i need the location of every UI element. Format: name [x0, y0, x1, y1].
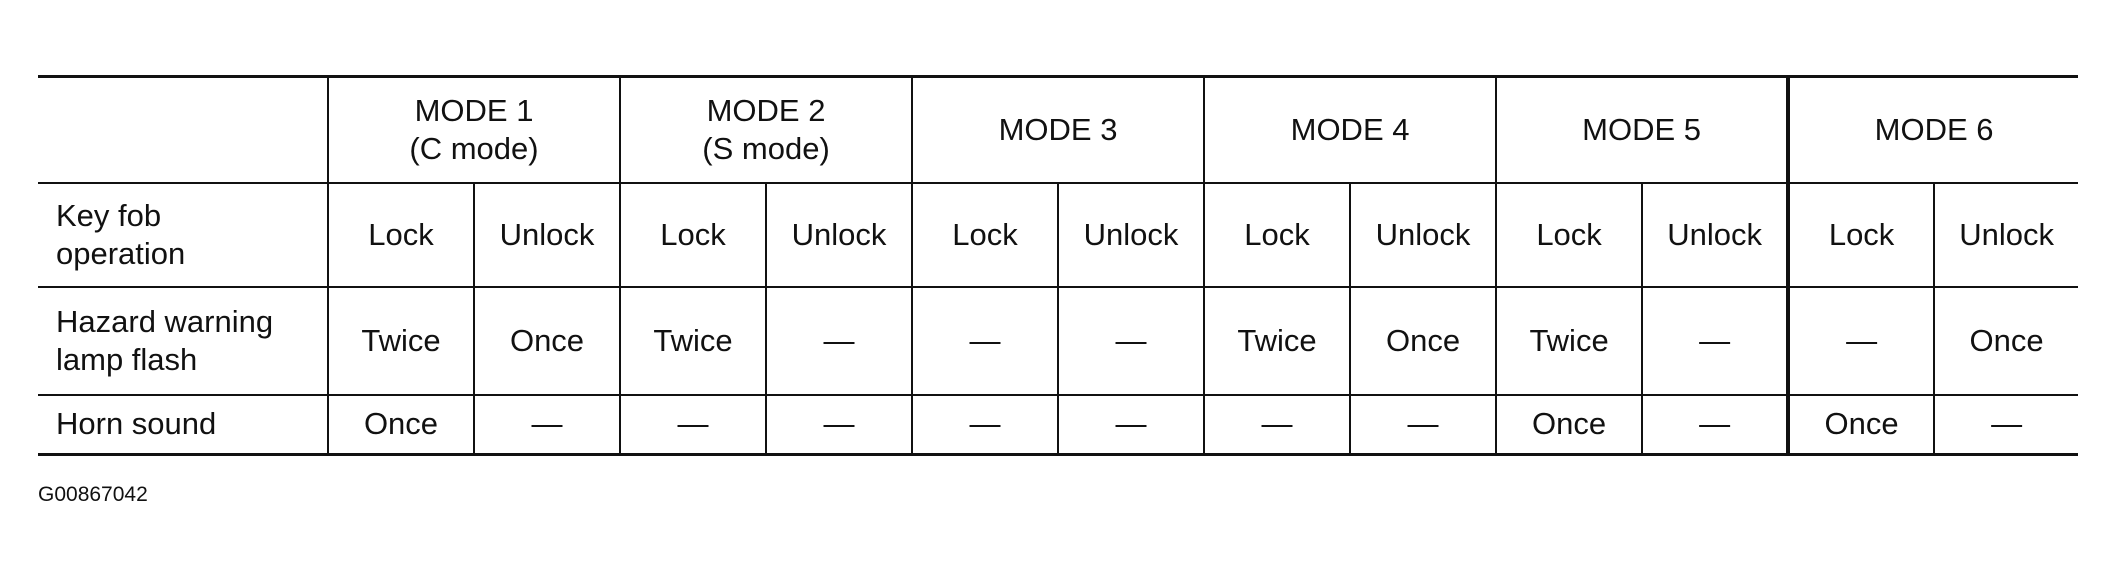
table-cell: Lock	[1203, 181, 1352, 288]
table-cell: —	[765, 393, 914, 456]
table-cell: —	[1933, 393, 2079, 456]
mode-header-1: MODE 1 (C mode)	[326, 75, 622, 184]
table-cell: Once	[1495, 393, 1644, 456]
table-cell: Unlock	[1349, 181, 1498, 288]
table-cell: Unlock	[765, 181, 914, 288]
table-cell: Lock	[1495, 181, 1644, 288]
table-cell: Once	[1349, 285, 1498, 396]
table-cell: Unlock	[472, 181, 622, 288]
header-row: MODE 1 (C mode) MODE 2 (S mode) MODE 3 M…	[38, 75, 2079, 184]
mode-table: MODE 1 (C mode) MODE 2 (S mode) MODE 3 M…	[38, 75, 2079, 456]
table-cell: Lock	[911, 181, 1060, 288]
table-row-key-fob-operation: Key fob operation Lock Unlock Lock Unloc…	[38, 181, 2079, 288]
row-label-horn-sound: Horn sound	[38, 393, 329, 456]
table-cell: Once	[327, 393, 475, 456]
table-cell: —	[1641, 393, 1790, 456]
table-row-hazard-warning-lamp-flash: Hazard warning lamp flash Twice Once Twi…	[38, 285, 2079, 396]
table-cell: Twice	[1495, 285, 1644, 396]
table-cell: —	[1057, 285, 1206, 396]
table-cell: —	[911, 285, 1060, 396]
mode-table-container: MODE 1 (C mode) MODE 2 (S mode) MODE 3 M…	[38, 75, 2079, 456]
mode-header-6: MODE 6	[1786, 75, 2079, 184]
table-cell: Unlock	[1641, 181, 1790, 288]
table-cell: —	[1786, 285, 1936, 396]
table-cell: —	[1057, 393, 1206, 456]
table-cell: Unlock	[1057, 181, 1206, 288]
table-cell: —	[1641, 285, 1790, 396]
table-cell: Lock	[619, 181, 768, 288]
table-cell: Twice	[327, 285, 475, 396]
corner-cell	[38, 75, 329, 184]
table-cell: Once	[1933, 285, 2079, 396]
table-cell: —	[619, 393, 768, 456]
table-cell: —	[1203, 393, 1352, 456]
table-cell: Lock	[327, 181, 475, 288]
table-cell: —	[1349, 393, 1498, 456]
row-label-hazard-warning-lamp-flash: Hazard warning lamp flash	[38, 285, 329, 396]
table-cell: —	[472, 393, 622, 456]
figure-code: G00867042	[38, 483, 148, 506]
table-cell: Once	[1786, 393, 1936, 456]
table-cell: Unlock	[1933, 181, 2079, 288]
table-cell: Twice	[1203, 285, 1352, 396]
table-row-horn-sound: Horn sound Once — — — — — — — Once — Onc…	[38, 393, 2079, 456]
row-label-key-fob-operation: Key fob operation	[38, 181, 329, 288]
table-cell: Twice	[619, 285, 768, 396]
mode-header-5: MODE 5	[1495, 75, 1790, 184]
mode-header-4: MODE 4	[1203, 75, 1498, 184]
table-cell: —	[765, 285, 914, 396]
table-cell: Once	[472, 285, 622, 396]
table-cell: Lock	[1786, 181, 1936, 288]
table-cell: —	[911, 393, 1060, 456]
mode-header-2: MODE 2 (S mode)	[619, 75, 914, 184]
mode-header-3: MODE 3	[911, 75, 1206, 184]
